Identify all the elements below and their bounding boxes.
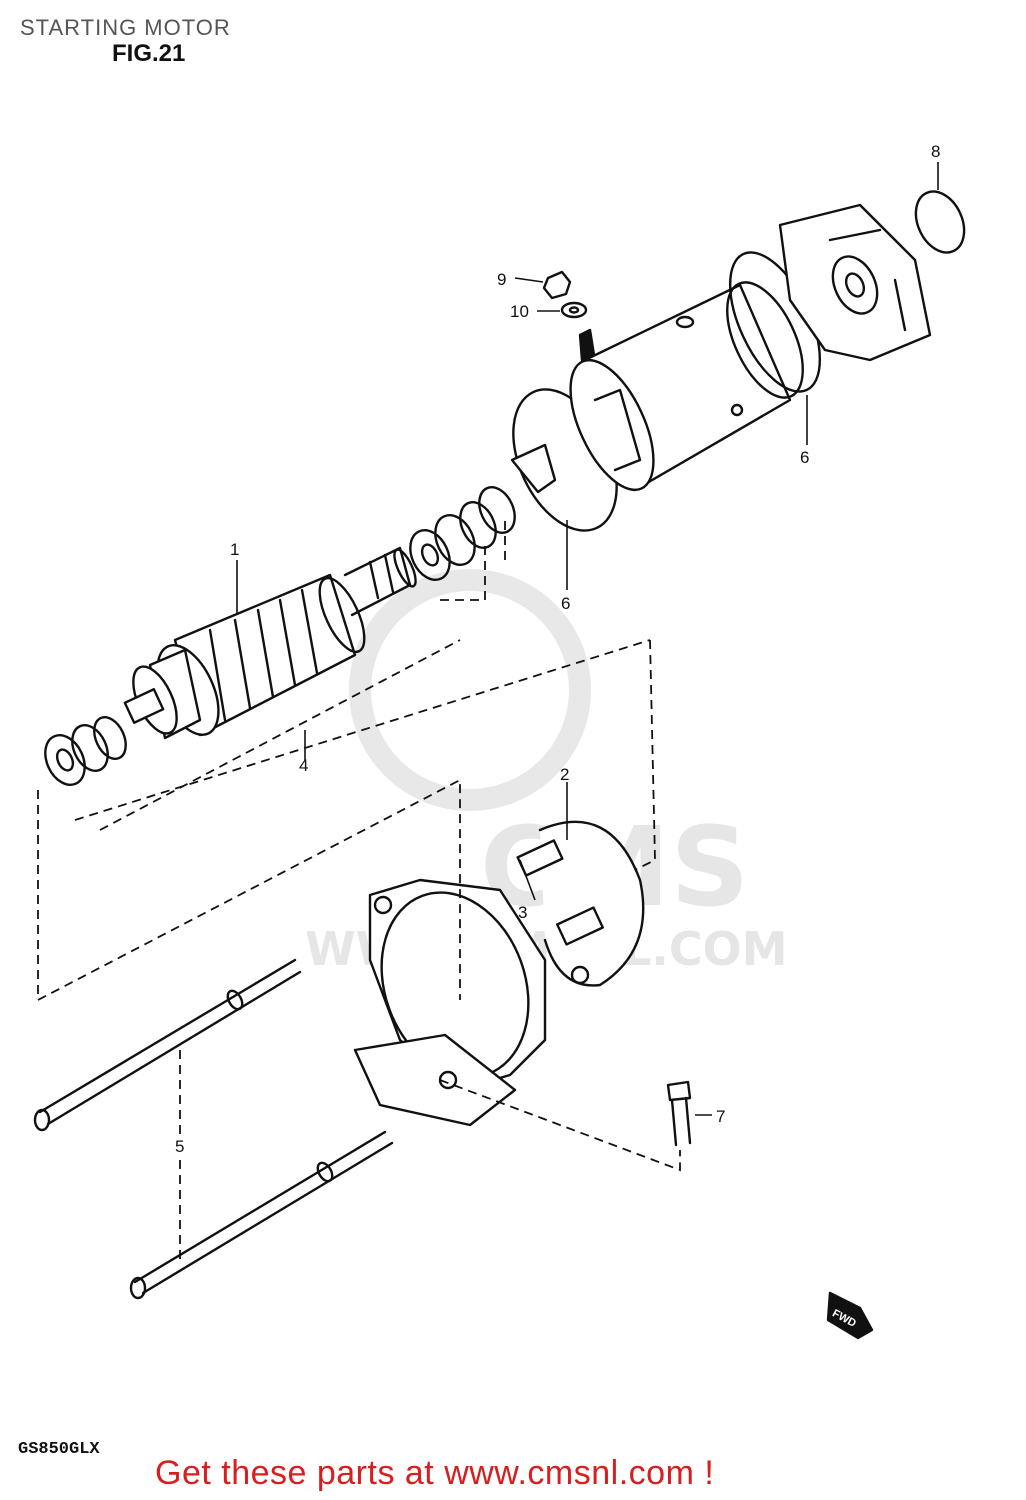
armature [123,546,417,740]
forward-direction-badge [826,1291,874,1340]
callout-2: 2 [560,765,569,784]
callout-6-lower: 6 [561,594,570,613]
figure-label: FIG.21 [112,40,186,67]
callout-7: 7 [716,1107,725,1126]
through-bolt-upper [33,958,302,1132]
terminal-nut [542,270,572,300]
yoke-housing [569,281,804,492]
callout-5: 5 [175,1137,184,1156]
mounting-bolt [666,1080,692,1147]
callout-1: 1 [230,540,239,559]
dashed-leaders [37,520,681,1265]
o-ring-small [914,190,966,254]
footer-link-text[interactable]: Get these parts at www.cmsnl.com ! [155,1454,715,1492]
terminal-washer [560,301,588,319]
end-cover [778,203,932,362]
callout-10: 10 [510,302,529,321]
front-cover [353,878,547,1127]
washer-set-4 [44,486,516,786]
callout-8: 8 [931,142,940,161]
callout-9: 9 [497,270,506,289]
through-bolt-lower [129,1130,394,1300]
solid-leaders [236,162,939,1116]
callout-4: 4 [299,756,308,775]
callout-6-upper: 6 [800,448,809,467]
model-code: GS850GLX [18,1440,100,1459]
o-ring-lower [510,388,618,532]
page-title: STARTING MOTOR [20,15,231,40]
callout-3: 3 [518,903,527,922]
